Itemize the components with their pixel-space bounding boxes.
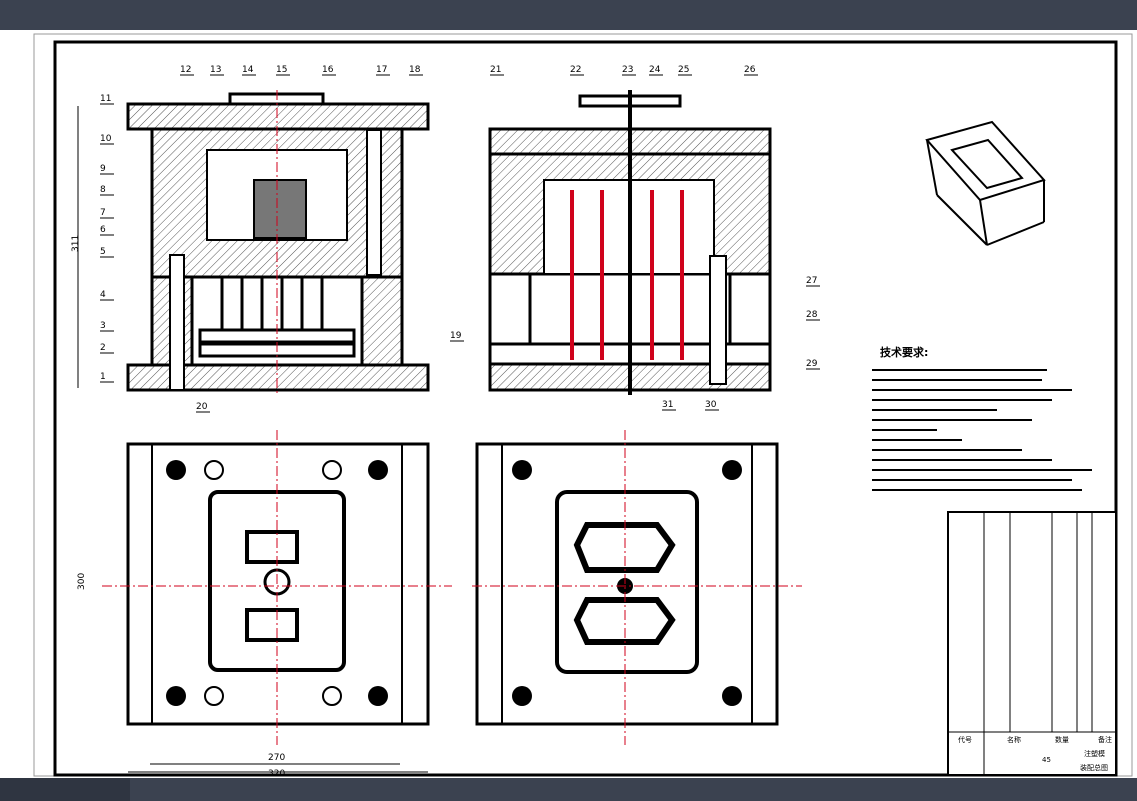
part-label-17: 17: [376, 65, 387, 75]
front-section-view: [126, 90, 430, 395]
part-label-22: 22: [570, 65, 581, 75]
title-block-material: 45: [1042, 756, 1051, 764]
dimension-width-300: 300: [77, 573, 87, 590]
part-label-29: 29: [806, 359, 818, 369]
bom-header-note: 备注: [1098, 735, 1112, 744]
part-label-9: 9: [100, 164, 106, 174]
part-label-18: 18: [409, 65, 421, 75]
part-label-23: 23: [622, 65, 633, 75]
part-label-8: 8: [100, 185, 106, 195]
part-label-16: 16: [322, 65, 334, 75]
bom-header-name: 名称: [1007, 735, 1021, 744]
bom-header-code: 代号: [958, 735, 972, 744]
part-label-7: 7: [100, 208, 106, 218]
part-label-12: 12: [180, 65, 191, 75]
part-label-27: 27: [806, 276, 817, 286]
application-title-bar: [0, 0, 1137, 30]
part-label-5: 5: [100, 247, 106, 257]
part-label-11: 11: [100, 94, 111, 104]
part-label-19: 19: [450, 331, 462, 341]
part-label-2: 2: [100, 343, 106, 353]
tech-requirements-lines: [872, 369, 1092, 491]
part-label-28: 28: [806, 310, 818, 320]
canvas-left-margin: [0, 30, 32, 778]
part-label-3: 3: [100, 321, 106, 331]
part-label-1: 1: [100, 372, 106, 382]
part-label-20: 20: [196, 402, 208, 412]
drawing-canvas[interactable]: 311 300 270 320 技术要求: 代号 名称 数量 备注 45 注塑模…: [32, 30, 1137, 779]
part-isometric-sketch: [925, 120, 1046, 246]
dimension-width-320: 320: [268, 769, 285, 778]
part-label-14: 14: [242, 65, 254, 75]
dimension-height-311: 311: [71, 235, 81, 252]
plan-view-moving-half: [472, 430, 802, 745]
plan-view-fixed-half: [102, 430, 452, 745]
part-label-13: 13: [210, 65, 221, 75]
part-label-31: 31: [662, 400, 673, 410]
part-label-26: 26: [744, 65, 756, 75]
part-label-30: 30: [705, 400, 717, 410]
part-label-6: 6: [100, 225, 106, 235]
status-bar: [0, 778, 1137, 801]
dimension-width-270: 270: [268, 753, 285, 763]
side-section-view: [488, 90, 772, 395]
title-block-drawing-title: 注塑模: [1084, 749, 1105, 758]
part-label-24: 24: [649, 65, 661, 75]
title-block-subtitle: 装配总图: [1080, 763, 1108, 772]
layout-tab[interactable]: [0, 778, 130, 801]
drawing-frame-border: [53, 40, 1118, 777]
part-label-15: 15: [276, 65, 287, 75]
tech-requirements-title: 技术要求:: [880, 345, 928, 359]
part-label-10: 10: [100, 134, 112, 144]
part-label-25: 25: [678, 65, 689, 75]
bom-table: [947, 511, 1117, 776]
part-label-4: 4: [100, 290, 106, 300]
part-label-21: 21: [490, 65, 501, 75]
bom-header-qty: 数量: [1055, 735, 1069, 744]
